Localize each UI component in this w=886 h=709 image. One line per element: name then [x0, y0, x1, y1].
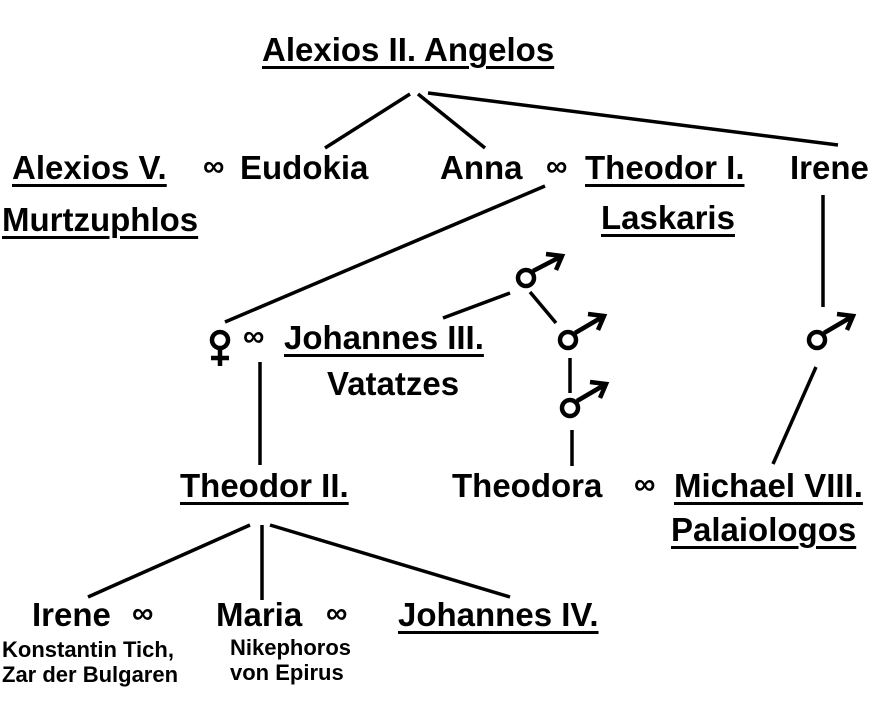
line-johannes-son — [442, 291, 511, 320]
marriage-symbol: ∞ — [326, 597, 348, 630]
marriage-symbol: ∞ — [132, 597, 154, 630]
marriage-symbol: ∞ — [243, 320, 265, 353]
line-irene-son-michael — [771, 366, 818, 465]
line-alexios-irene — [427, 91, 839, 147]
female-symbol-icon — [186, 318, 256, 388]
person-irene-bottom: Irene — [32, 596, 111, 633]
male-symbol-icon — [797, 302, 867, 372]
spouse-von-epirus: von Epirus — [230, 660, 344, 685]
line-alexios-anna — [416, 92, 487, 150]
person-anna: Anna — [440, 149, 523, 186]
person-eudokia: Eudokia — [240, 149, 369, 186]
person-alexios-iii: Alexios II. Angelos — [262, 31, 555, 68]
line-theodor-johannes-iv — [269, 523, 511, 599]
person-johannes-iv: Johannes IV. — [398, 596, 599, 633]
person-alexios-v: Alexios V. — [12, 149, 167, 186]
marriage-symbol: ∞ — [203, 150, 225, 183]
male-symbol-icon — [548, 302, 618, 372]
person-theodora: Theodora — [452, 467, 603, 504]
epithet-palaiologos: Palaiologos — [671, 511, 857, 548]
spouse-konstantin-tich: Konstantin Tich, — [2, 637, 174, 662]
line-theodor-irene — [87, 523, 251, 599]
epithet-vatatzes: Vatatzes — [327, 365, 460, 402]
person-johannes-iii: Johannes III. — [284, 319, 484, 356]
spouse-nikephoros: Nikephoros — [230, 635, 352, 660]
line-alexios-eudokia — [324, 92, 411, 150]
male-symbol-icon — [548, 370, 618, 440]
epithet-laskaris: Laskaris — [601, 199, 735, 236]
line-son-grandson — [528, 290, 558, 325]
person-michael-viii: Michael VIII. — [674, 467, 863, 504]
male-symbol-icon — [504, 248, 574, 318]
marriage-symbol: ∞ — [546, 150, 568, 183]
person-maria: Maria — [216, 596, 303, 633]
person-theodor-i: Theodor I. — [585, 149, 745, 186]
marriage-symbol: ∞ — [634, 468, 656, 501]
epithet-murtzuphlos: Murtzuphlos — [2, 201, 199, 238]
person-irene-top: Irene — [790, 149, 869, 186]
line-anna-daughter — [224, 184, 546, 324]
spouse-zar-der-bulgaren: Zar der Bulgaren — [2, 662, 179, 687]
person-theodor-ii: Theodor II. — [180, 467, 349, 504]
